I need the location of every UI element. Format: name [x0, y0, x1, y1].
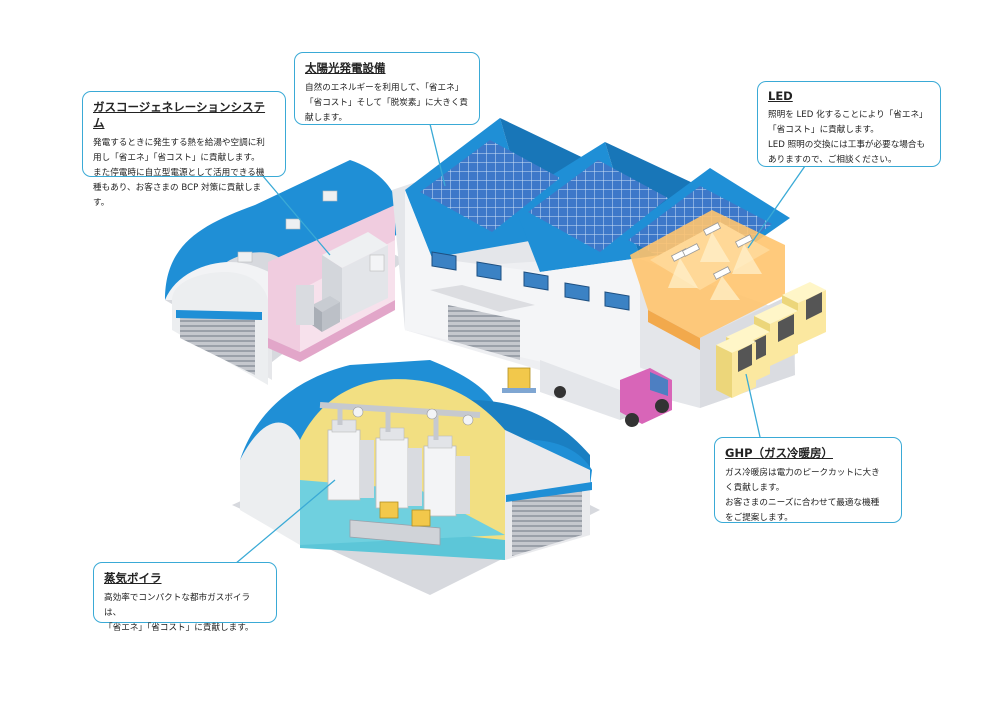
callout-line: をご提案します。 [725, 513, 793, 523]
callout-line: 「省コスト」そして「脱炭素」に大きく貢 [305, 98, 469, 108]
callout-line: 発電するときに発生する熱を給湯や空調に利 [93, 138, 265, 148]
connector-solar [429, 123, 446, 187]
boiler-units [319, 402, 481, 517]
ghp-unit [716, 334, 756, 398]
callout-line: 用し「省エネ」「省コスト」に貢献します。 [93, 153, 260, 163]
callout-line: 高効率でコンパクトな都市ガスボイラは、 [104, 593, 251, 618]
callout-title: LED [768, 89, 793, 103]
connector-gas [261, 174, 331, 256]
callout-solar: 太陽光発電設備 自然のエネルギーを利用して、「省エネ」 「省コスト」そして「脱炭… [294, 52, 480, 125]
callout-line: 献します。 [305, 113, 348, 123]
boiler-shutter [512, 488, 582, 556]
callout-title: 蒸気ボイラ [104, 571, 162, 585]
solar-array-1 [420, 140, 560, 232]
callout-connectors [234, 123, 806, 565]
led-lit-room [630, 210, 785, 350]
main-factory-building [392, 118, 795, 408]
connector-ghp [745, 373, 761, 438]
callout-line: く貢献します。 [725, 483, 785, 493]
led-light-fixtures [670, 222, 754, 280]
ghp-units [716, 282, 826, 398]
callout-line: 種もあり、お客さまの BCP 対策に貢献します。 [93, 183, 262, 208]
callout-line: 「省エネ」「省コスト」に貢献します。 [104, 623, 254, 633]
callout-line: 自然のエネルギーを利用して、「省エネ」 [305, 83, 464, 93]
cogen-generator-unit [296, 232, 388, 332]
cogeneration-building [165, 160, 405, 385]
callout-line: お客さまのニーズに合わせて最適な機種 [725, 498, 880, 508]
callout-title: ガスコージェネレーションシステム [93, 100, 266, 130]
callout-gas-cogeneration: ガスコージェネレーションシステム 発電するときに発生する熱を給湯や空調に利 用し… [82, 91, 286, 208]
callout-title: 太陽光発電設備 [305, 61, 386, 75]
boiler-building [232, 360, 600, 595]
ghp-unit [782, 282, 826, 345]
conveyor-belt [349, 501, 441, 546]
callout-line: LED 照明の交換には工事が必要な場合も [768, 140, 926, 150]
callout-line: 照明を LED 化することにより「省エネ」 [768, 110, 928, 120]
delivery-truck [502, 345, 672, 427]
solar-array-2 [528, 160, 668, 252]
callout-led: LED 照明を LED 化することにより「省エネ」 「省コスト」に貢献します。 … [757, 81, 941, 167]
callout-title: GHP（ガス冷暖房） [725, 446, 833, 460]
callout-line: 「省コスト」に貢献します。 [768, 125, 879, 135]
callout-steam-boiler: 蒸気ボイラ 高効率でコンパクトな都市ガスボイラは、 「省エネ」「省コスト」に貢献… [93, 562, 277, 633]
callout-line: また停電時に自立型電源として活用できる機 [93, 168, 265, 178]
connector-steam [234, 479, 336, 565]
callout-line: ガス冷暖房は電力のピークカットに大き [725, 468, 880, 478]
boiler-unit [327, 419, 374, 501]
connector-led [747, 165, 806, 249]
callout-line: ありますので、ご相談ください。 [768, 155, 897, 165]
callout-ghp: GHP（ガス冷暖房） ガス冷暖房は電力のピークカットに大き く貢献します。 お客… [714, 437, 902, 523]
cogen-shutter [180, 316, 255, 375]
